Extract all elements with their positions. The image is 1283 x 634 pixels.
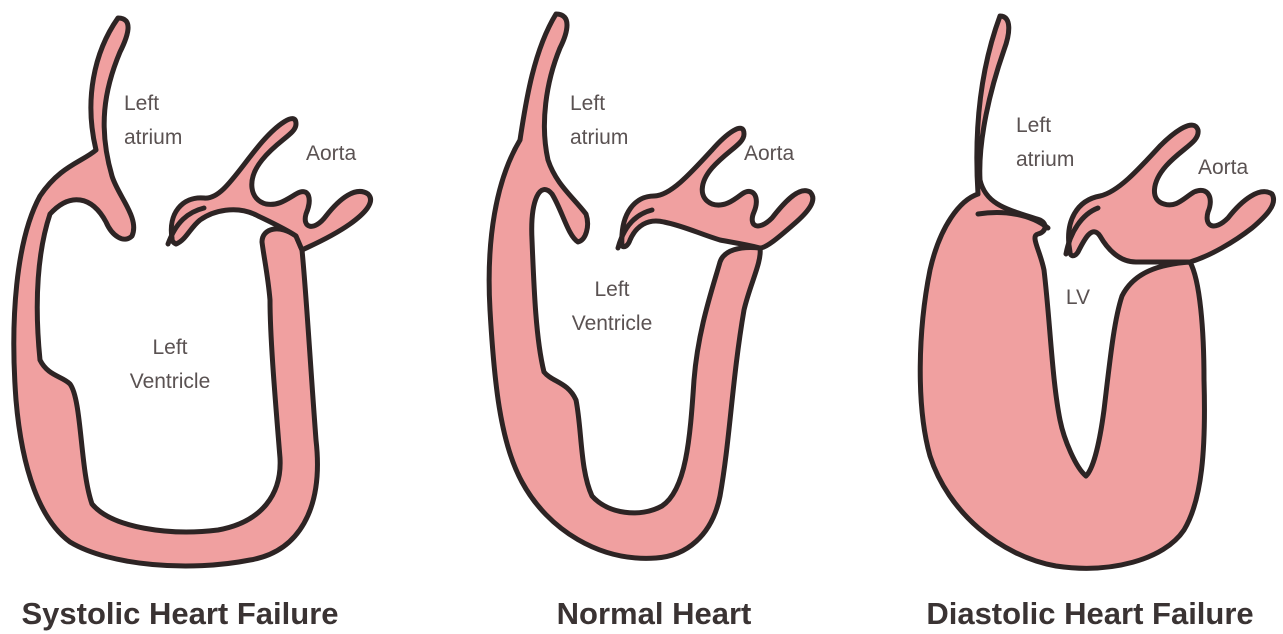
diastolic-aorta-label: Aorta <box>1198 156 1249 179</box>
normal-heart-panel <box>489 14 813 558</box>
systolic-aorta-label: Aorta <box>306 142 357 165</box>
diastolic-lv-label: LV <box>1066 286 1090 309</box>
systolic-ventricle-label-line1: Left <box>152 336 187 359</box>
systolic-ventricle-wall <box>14 18 318 566</box>
diastolic-atrium-label-line2: atrium <box>1016 148 1074 171</box>
systolic-ventricle-label-line2: Ventricle <box>130 370 211 393</box>
diastolic-ventricle-wall <box>920 16 1204 568</box>
diastolic-atrium-label-line1: Left <box>1016 114 1051 137</box>
systolic-atrium-label-line1: Left <box>124 92 159 115</box>
normal-atrium-label-line2: atrium <box>570 126 628 149</box>
systolic-caption: Systolic Heart Failure <box>21 596 338 631</box>
normal-ventricle-label-line1: Left <box>594 278 629 301</box>
systolic-atrium-label-line2: atrium <box>124 126 182 149</box>
normal-atrium-label-line1: Left <box>570 92 605 115</box>
normal-ventricle-label-line2: Ventricle <box>572 312 653 335</box>
systolic-heart-panel <box>14 18 371 566</box>
diastolic-caption: Diastolic Heart Failure <box>926 596 1253 631</box>
normal-aorta-label: Aorta <box>744 142 795 165</box>
normal-caption: Normal Heart <box>557 596 752 631</box>
diastolic-heart-panel <box>920 16 1273 568</box>
diastolic-aorta <box>1069 125 1274 262</box>
